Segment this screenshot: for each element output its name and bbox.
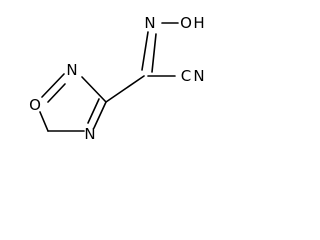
ring-to-carbon-bond <box>105 75 145 103</box>
ring-n2-label: N <box>66 61 77 79</box>
oxime-c-n-double-bond-a <box>141 31 149 71</box>
ring-o1-n2-bond-a <box>41 73 65 98</box>
hydroxyl-o-label: O <box>180 14 192 32</box>
ring-o1-label: O <box>29 96 41 114</box>
oxime-c-n-double-bond-b <box>151 33 157 73</box>
nitrile-c-label: C <box>181 67 191 85</box>
ring-c3-n4-bond-b <box>87 98 100 124</box>
oxime-n-label: N <box>144 14 155 32</box>
chemical-structure: N O H N O N C N <box>29 14 205 143</box>
nitrile-n-label: N <box>193 67 204 85</box>
ring-o1-n2-bond-b <box>47 83 66 103</box>
ring-c5-o1-bond <box>39 111 49 132</box>
ring-n2-c3-bond <box>81 76 107 103</box>
ring-n4-label: N <box>84 125 95 143</box>
ring-c3-n4-bond-a <box>93 101 107 129</box>
hydroxyl-h-label: H <box>193 14 204 32</box>
